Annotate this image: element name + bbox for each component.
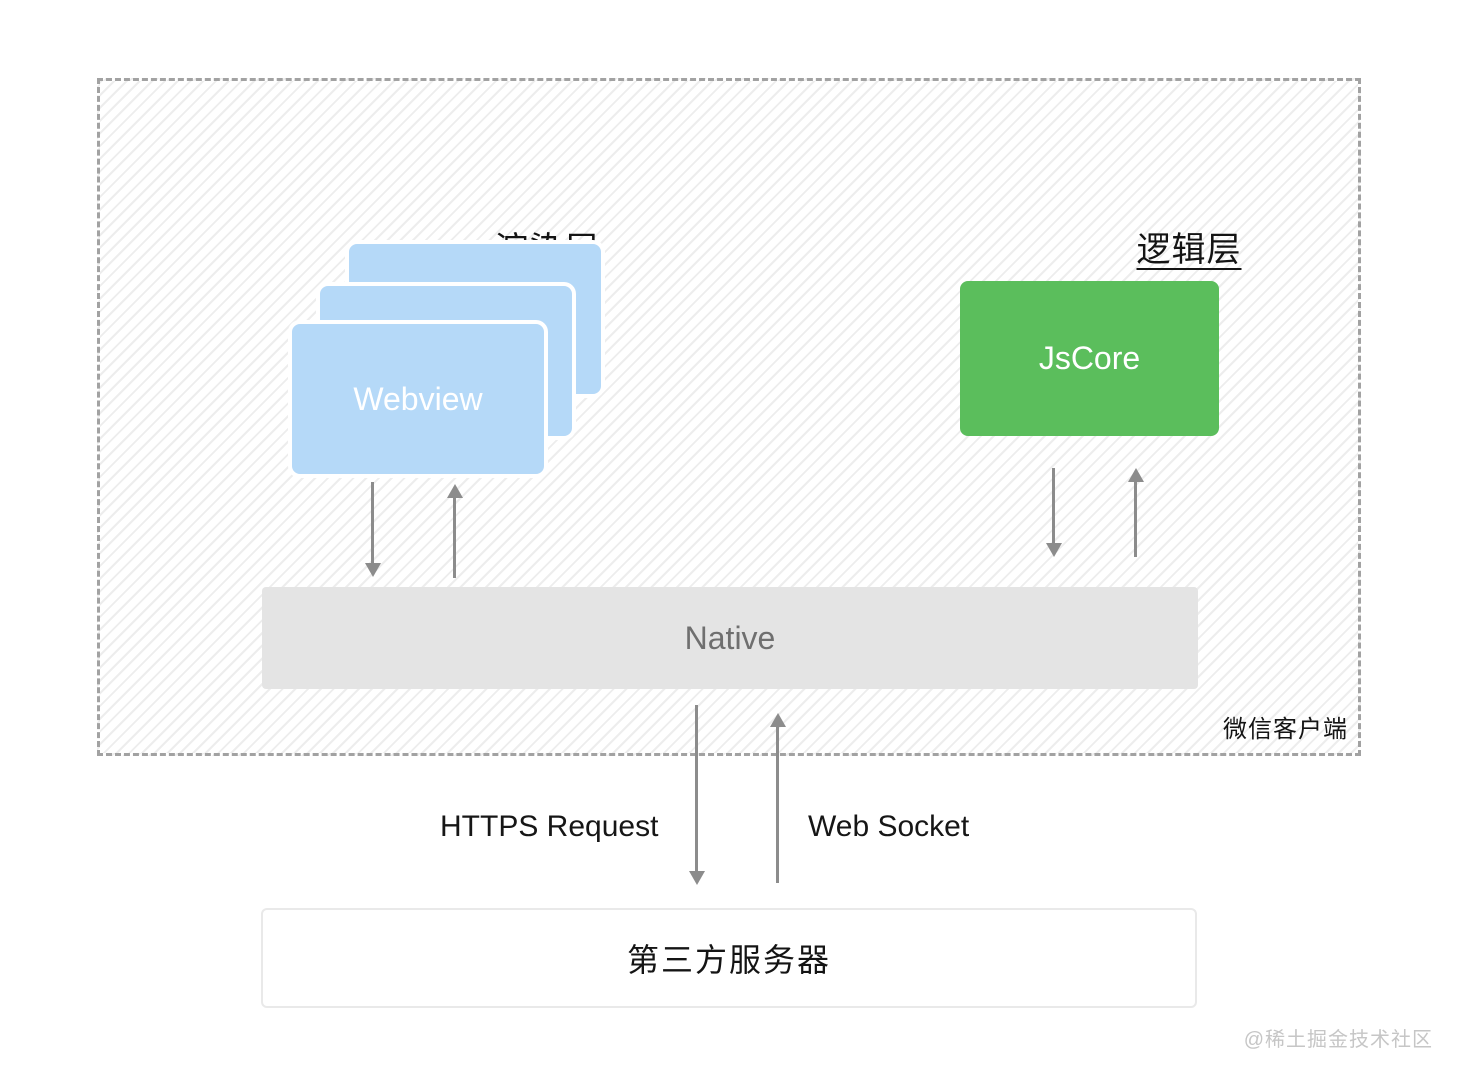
native-to-server-arrow	[695, 705, 698, 872]
native-box: Native	[262, 587, 1198, 689]
wechat-client-label: 微信客户端	[1223, 716, 1348, 743]
server-to-native-arrow	[776, 726, 779, 883]
webview-to-native-arrow	[371, 482, 374, 564]
logic-layer-title: 逻辑层	[1136, 231, 1242, 269]
jscore-box: JsCore	[960, 281, 1219, 436]
jscore-to-native-arrow	[1052, 468, 1055, 544]
jscore-label: JsCore	[1038, 340, 1141, 376]
watermark: @稀土掘金技术社区	[1243, 1029, 1433, 1051]
https-request-label: HTTPS Request	[440, 810, 659, 843]
webview-label: Webview	[353, 380, 483, 417]
native-label: Native	[684, 619, 776, 656]
native-to-webview-arrow	[453, 497, 456, 578]
third-party-server-label: 第三方服务器	[626, 942, 831, 978]
third-party-server-box: 第三方服务器	[261, 908, 1197, 1008]
native-to-jscore-arrow	[1134, 481, 1137, 557]
webview-card-front: Webview	[288, 320, 548, 478]
web-socket-label: Web Socket	[808, 810, 970, 843]
